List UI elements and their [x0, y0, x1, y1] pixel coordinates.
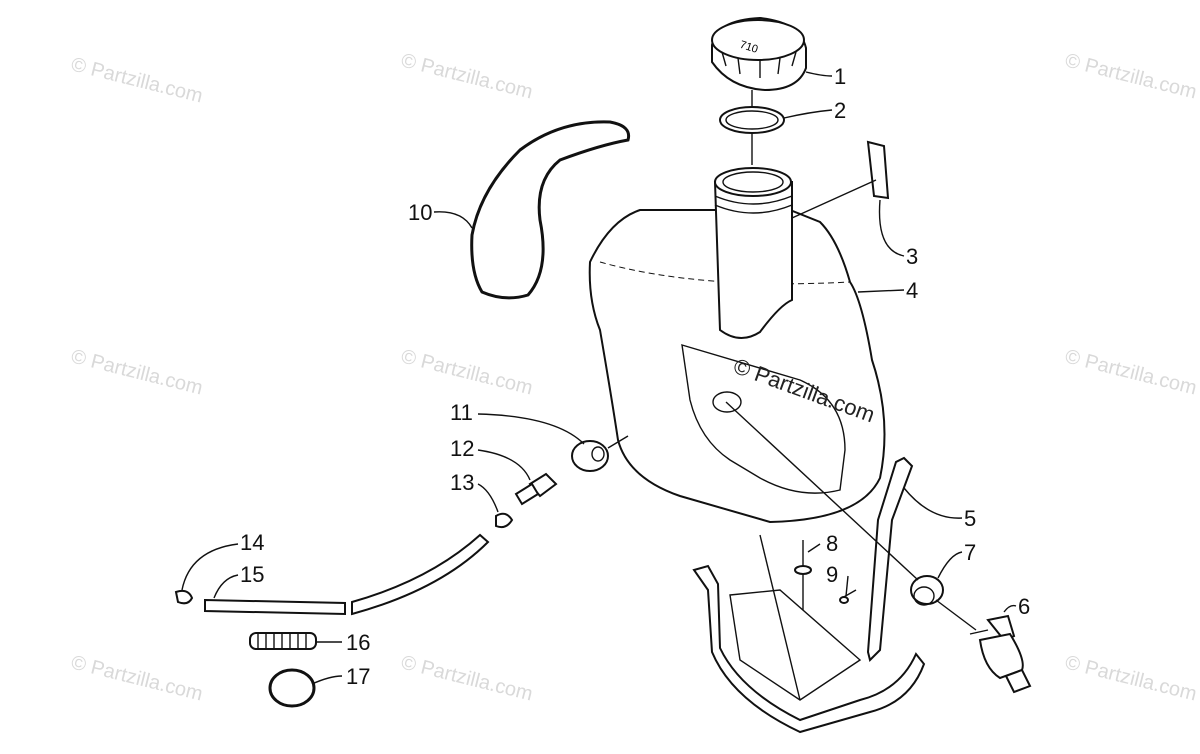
part-shutoff-valve[interactable]	[969, 614, 1032, 694]
part-ring-clamp[interactable]	[268, 668, 316, 708]
part-mount-bracket[interactable]	[692, 456, 926, 734]
assembly-line	[935, 599, 977, 631]
callout-6[interactable]: 6	[1018, 594, 1030, 619]
part-grommet-11[interactable]	[571, 440, 609, 472]
callout-11[interactable]: 11	[450, 400, 473, 425]
callout-17[interactable]: 17	[346, 664, 370, 689]
callout-5[interactable]: 5	[964, 506, 976, 531]
part-spring-sleeve[interactable]	[249, 632, 317, 650]
callout-16[interactable]: 16	[346, 630, 370, 655]
watermark-tile: © Partzilla.com	[69, 54, 205, 108]
callout-3[interactable]: 3	[906, 244, 918, 269]
callout-labels: 1 2 3 4 5 6 7 8 9 10 11 12 13 14 15 16 1…	[240, 64, 1030, 689]
part-grommet-7[interactable]	[910, 575, 944, 606]
watermark-tile: © Partzilla.com	[399, 346, 535, 400]
callout-9[interactable]: 9	[826, 562, 838, 587]
part-fuel-tank[interactable]	[588, 167, 886, 524]
leader-lines	[181, 71, 1017, 685]
part-clamp-14[interactable]	[174, 589, 194, 605]
callout-1[interactable]: 1	[834, 64, 846, 89]
watermark-tile: © Partzilla.com	[399, 50, 535, 104]
callout-7[interactable]: 7	[964, 540, 976, 565]
callout-4[interactable]: 4	[906, 278, 918, 303]
watermark-tile: © Partzilla.com	[1063, 652, 1199, 706]
part-vent-hose[interactable]	[470, 120, 631, 300]
part-fitting-12[interactable]	[514, 472, 558, 506]
part-rivet[interactable]	[794, 540, 812, 610]
callout-14[interactable]: 14	[240, 530, 264, 555]
part-clamp-13[interactable]	[495, 512, 514, 529]
cap-marking: 710	[738, 39, 759, 56]
callout-12[interactable]: 12	[450, 436, 474, 461]
callout-15[interactable]: 15	[240, 562, 264, 587]
part-fuel-line[interactable]	[204, 533, 490, 616]
watermark-tile: © Partzilla.com	[69, 346, 205, 400]
callout-10[interactable]: 10	[408, 200, 432, 225]
assembly-line	[725, 401, 919, 581]
part-screw[interactable]	[839, 589, 857, 604]
watermark-tile: © Partzilla.com	[69, 652, 205, 706]
watermark-tile: © Partzilla.com	[399, 652, 535, 706]
part-fuel-cap[interactable]: 710	[711, 16, 807, 92]
watermark-tile: © Partzilla.com	[1063, 50, 1199, 104]
part-cap-gasket[interactable]	[719, 106, 785, 134]
watermark-tile: © Partzilla.com	[1063, 346, 1199, 400]
assembly-line	[607, 435, 629, 449]
callout-8[interactable]: 8	[826, 531, 838, 556]
part-decal[interactable]	[866, 140, 890, 200]
callout-2[interactable]: 2	[834, 98, 846, 123]
callout-13[interactable]: 13	[450, 470, 474, 495]
